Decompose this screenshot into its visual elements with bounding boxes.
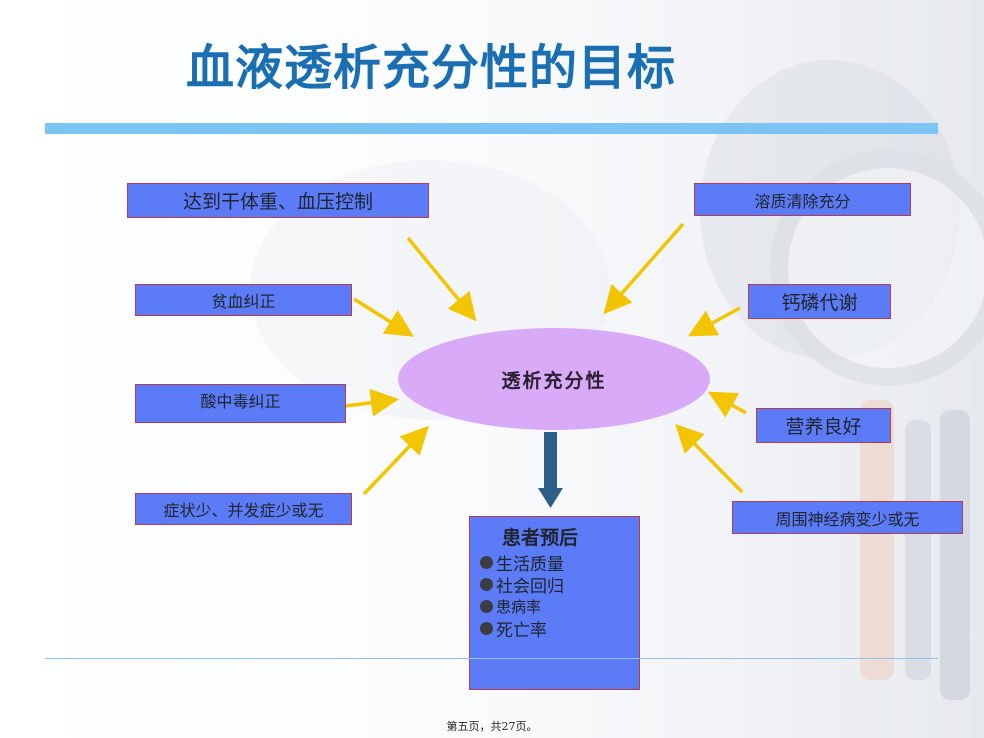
goal-label: 钙磷代谢	[781, 292, 858, 314]
goal-box-neuropathy: 周围神经病变少或无	[732, 501, 963, 534]
arrow-icon	[353, 297, 414, 337]
page-footer: 第五页，共27页。	[446, 720, 538, 733]
arrow-icon	[362, 425, 429, 496]
center-label: 透析充分性	[501, 369, 607, 392]
goal-label: 周围神经病变少或无	[775, 509, 920, 529]
goal-label: 症状少、并发症少或无	[163, 501, 324, 520]
goal-label: 溶质清除充分	[754, 191, 851, 211]
goal-box-symptoms: 症状少、并发症少或无	[135, 493, 352, 525]
background-pen	[860, 400, 894, 680]
bullet-icon	[480, 600, 493, 613]
center-concept: 透析充分性	[398, 328, 710, 430]
title-divider	[45, 123, 938, 134]
bullet-icon	[480, 622, 493, 635]
outcome-item: 患病率	[480, 596, 541, 617]
bullet-icon	[480, 556, 493, 569]
goal-box-calcium-phosphate: 钙磷代谢	[748, 284, 891, 319]
outcome-title: 患者预后	[502, 527, 579, 549]
goal-box-dry-weight: 达到干体重、血压控制	[127, 183, 429, 218]
outcome-item: 社会回归	[480, 572, 564, 597]
page-title: 血液透析充分性的目标	[186, 40, 677, 96]
outcome-box: 患者预后 生活质量 社会回归 患病率 死亡率	[469, 516, 640, 690]
background-pen	[905, 420, 931, 680]
outcome-item-label: 死亡率	[496, 621, 547, 641]
arrow-down-icon	[544, 432, 557, 490]
outcome-item-label: 患病率	[496, 598, 542, 616]
bullet-icon	[480, 578, 493, 591]
goal-box-acidosis: 酸中毒纠正	[135, 384, 346, 423]
outcome-item: 死亡率	[480, 616, 547, 641]
arrow-icon	[675, 424, 744, 494]
outcome-item-label: 社会回归	[496, 577, 564, 597]
arrow-down-icon	[538, 488, 563, 508]
goal-box-nutrition: 营养良好	[756, 408, 891, 443]
footer-divider	[45, 658, 938, 659]
goal-label: 达到干体重、血压控制	[182, 191, 373, 213]
outcome-item: 生活质量	[480, 550, 564, 575]
arrow-icon	[687, 306, 741, 337]
goal-label: 营养良好	[785, 416, 862, 438]
arrow-icon	[406, 236, 477, 322]
background-pen	[940, 410, 970, 700]
goal-box-solute-clearance: 溶质清除充分	[694, 183, 911, 216]
outcome-item-label: 生活质量	[496, 555, 564, 575]
goal-label: 贫血纠正	[211, 292, 276, 311]
arrow-icon	[345, 388, 399, 417]
goal-box-anemia: 贫血纠正	[135, 284, 352, 316]
arrow-icon	[603, 222, 685, 315]
goal-label: 酸中毒纠正	[200, 392, 281, 411]
arrow-icon	[707, 391, 747, 418]
